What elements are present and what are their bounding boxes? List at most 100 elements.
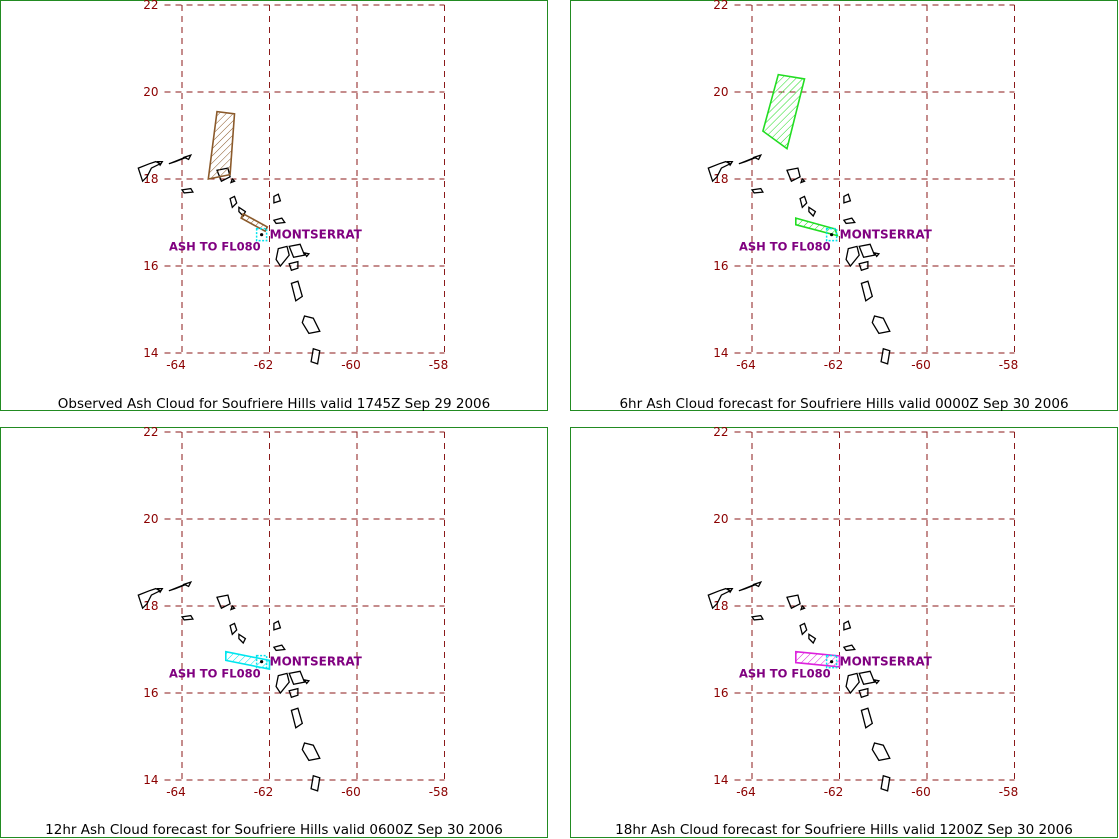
- island-outline: [860, 280, 874, 302]
- island-outline: [168, 583, 187, 592]
- lon-tick-label: -60: [341, 358, 361, 372]
- island-outline: [238, 633, 247, 645]
- lat-tick-label: 22: [143, 427, 158, 439]
- island-outline: [786, 167, 801, 183]
- volcano-dot: [260, 233, 264, 237]
- volcano-marker: [825, 654, 838, 669]
- lat-tick-label: 22: [713, 0, 728, 12]
- island-outline: [216, 594, 231, 610]
- island-outline: [288, 687, 299, 699]
- island-outline: [310, 774, 321, 792]
- island-outline: [845, 245, 860, 268]
- island-outline: [229, 622, 238, 636]
- panel-border: [570, 427, 1118, 838]
- island-outline: [858, 687, 869, 699]
- island-outline: [275, 672, 290, 695]
- island-outline: [229, 177, 236, 184]
- island-outline: [182, 580, 193, 588]
- island-outline: [229, 604, 236, 611]
- panel-caption: 6hr Ash Cloud forecast for Soufriere Hil…: [619, 396, 1069, 412]
- island-outline: [752, 580, 763, 588]
- island-outline: [871, 742, 891, 762]
- island-outline: [799, 622, 808, 636]
- ash-level-label: ASH TO FL080: [169, 667, 261, 681]
- island-outline: [845, 672, 860, 695]
- panel-caption: 12hr Ash Cloud forecast for Soufriere Hi…: [45, 822, 503, 838]
- island-outline: [750, 614, 764, 621]
- island-outline: [310, 347, 321, 365]
- island-outline: [858, 260, 869, 272]
- lon-tick-label: -64: [166, 785, 186, 799]
- island-outline: [843, 193, 852, 204]
- lon-tick-label: -58: [999, 358, 1019, 372]
- island-outline: [799, 177, 806, 184]
- panel-caption: Observed Ash Cloud for Soufriere Hills v…: [57, 396, 491, 412]
- island-outline: [726, 160, 734, 167]
- island-outline: [180, 614, 194, 621]
- island-outline: [272, 217, 286, 225]
- island-outline: [871, 315, 891, 335]
- island-outline: [272, 644, 286, 652]
- island-outline: [273, 620, 282, 631]
- volcano-dot: [830, 233, 834, 237]
- island-outline: [880, 347, 891, 365]
- island-outline: [290, 280, 304, 302]
- ash-level-label: ASH TO FL080: [739, 240, 831, 254]
- lon-tick-label: -64: [166, 358, 186, 372]
- island-outline: [273, 193, 282, 204]
- island-outline: [873, 678, 881, 685]
- panel-border: [0, 0, 548, 411]
- lat-tick-label: 16: [713, 686, 728, 700]
- island-outline: [137, 587, 162, 610]
- ash-cloud-polygon: [761, 73, 806, 150]
- island-outline: [303, 678, 311, 685]
- lat-tick-label: 20: [713, 85, 728, 99]
- lat-tick-label: 14: [713, 346, 728, 360]
- island-outline: [303, 251, 311, 258]
- volcano-label: MONTSERRAT: [840, 655, 933, 669]
- island-outline: [726, 587, 734, 594]
- island-outline: [137, 160, 162, 183]
- panel-caption: 18hr Ash Cloud forecast for Soufriere Hi…: [615, 822, 1073, 838]
- ash-cloud-polygon: [795, 217, 839, 237]
- volcano-label: MONTSERRAT: [840, 228, 933, 242]
- volcano-marker: [825, 227, 838, 242]
- volcano-label: MONTSERRAT: [270, 228, 363, 242]
- island-outline: [858, 243, 876, 259]
- lon-tick-label: -62: [254, 358, 274, 372]
- ash-cloud-polygon: [240, 212, 269, 233]
- panel-border: [0, 427, 548, 838]
- lon-tick-label: -58: [429, 785, 449, 799]
- lon-tick-label: -58: [429, 358, 449, 372]
- island-outline: [799, 195, 808, 209]
- lon-tick-label: -64: [736, 358, 756, 372]
- island-outline: [738, 156, 757, 165]
- island-outline: [229, 195, 238, 209]
- island-outline: [860, 707, 874, 729]
- island-outline: [873, 251, 881, 258]
- island-outline: [880, 774, 891, 792]
- panel-border: [570, 0, 1118, 411]
- lon-tick-label: -60: [341, 785, 361, 799]
- island-outline: [275, 245, 290, 268]
- island-outline: [156, 160, 164, 167]
- island-outline: [808, 206, 817, 218]
- island-outline: [288, 260, 299, 272]
- lon-tick-label: -62: [824, 785, 844, 799]
- lat-tick-label: 20: [713, 512, 728, 526]
- volcano-dot: [260, 660, 264, 664]
- island-outline: [808, 633, 817, 645]
- lat-tick-label: 22: [143, 0, 158, 12]
- island-outline: [288, 243, 306, 259]
- island-outline: [707, 160, 732, 183]
- island-outline: [752, 153, 763, 161]
- island-outline: [842, 644, 856, 652]
- lon-tick-label: -60: [911, 358, 931, 372]
- ash-level-label: ASH TO FL080: [169, 240, 261, 254]
- island-outline: [842, 217, 856, 225]
- lat-tick-label: 20: [143, 512, 158, 526]
